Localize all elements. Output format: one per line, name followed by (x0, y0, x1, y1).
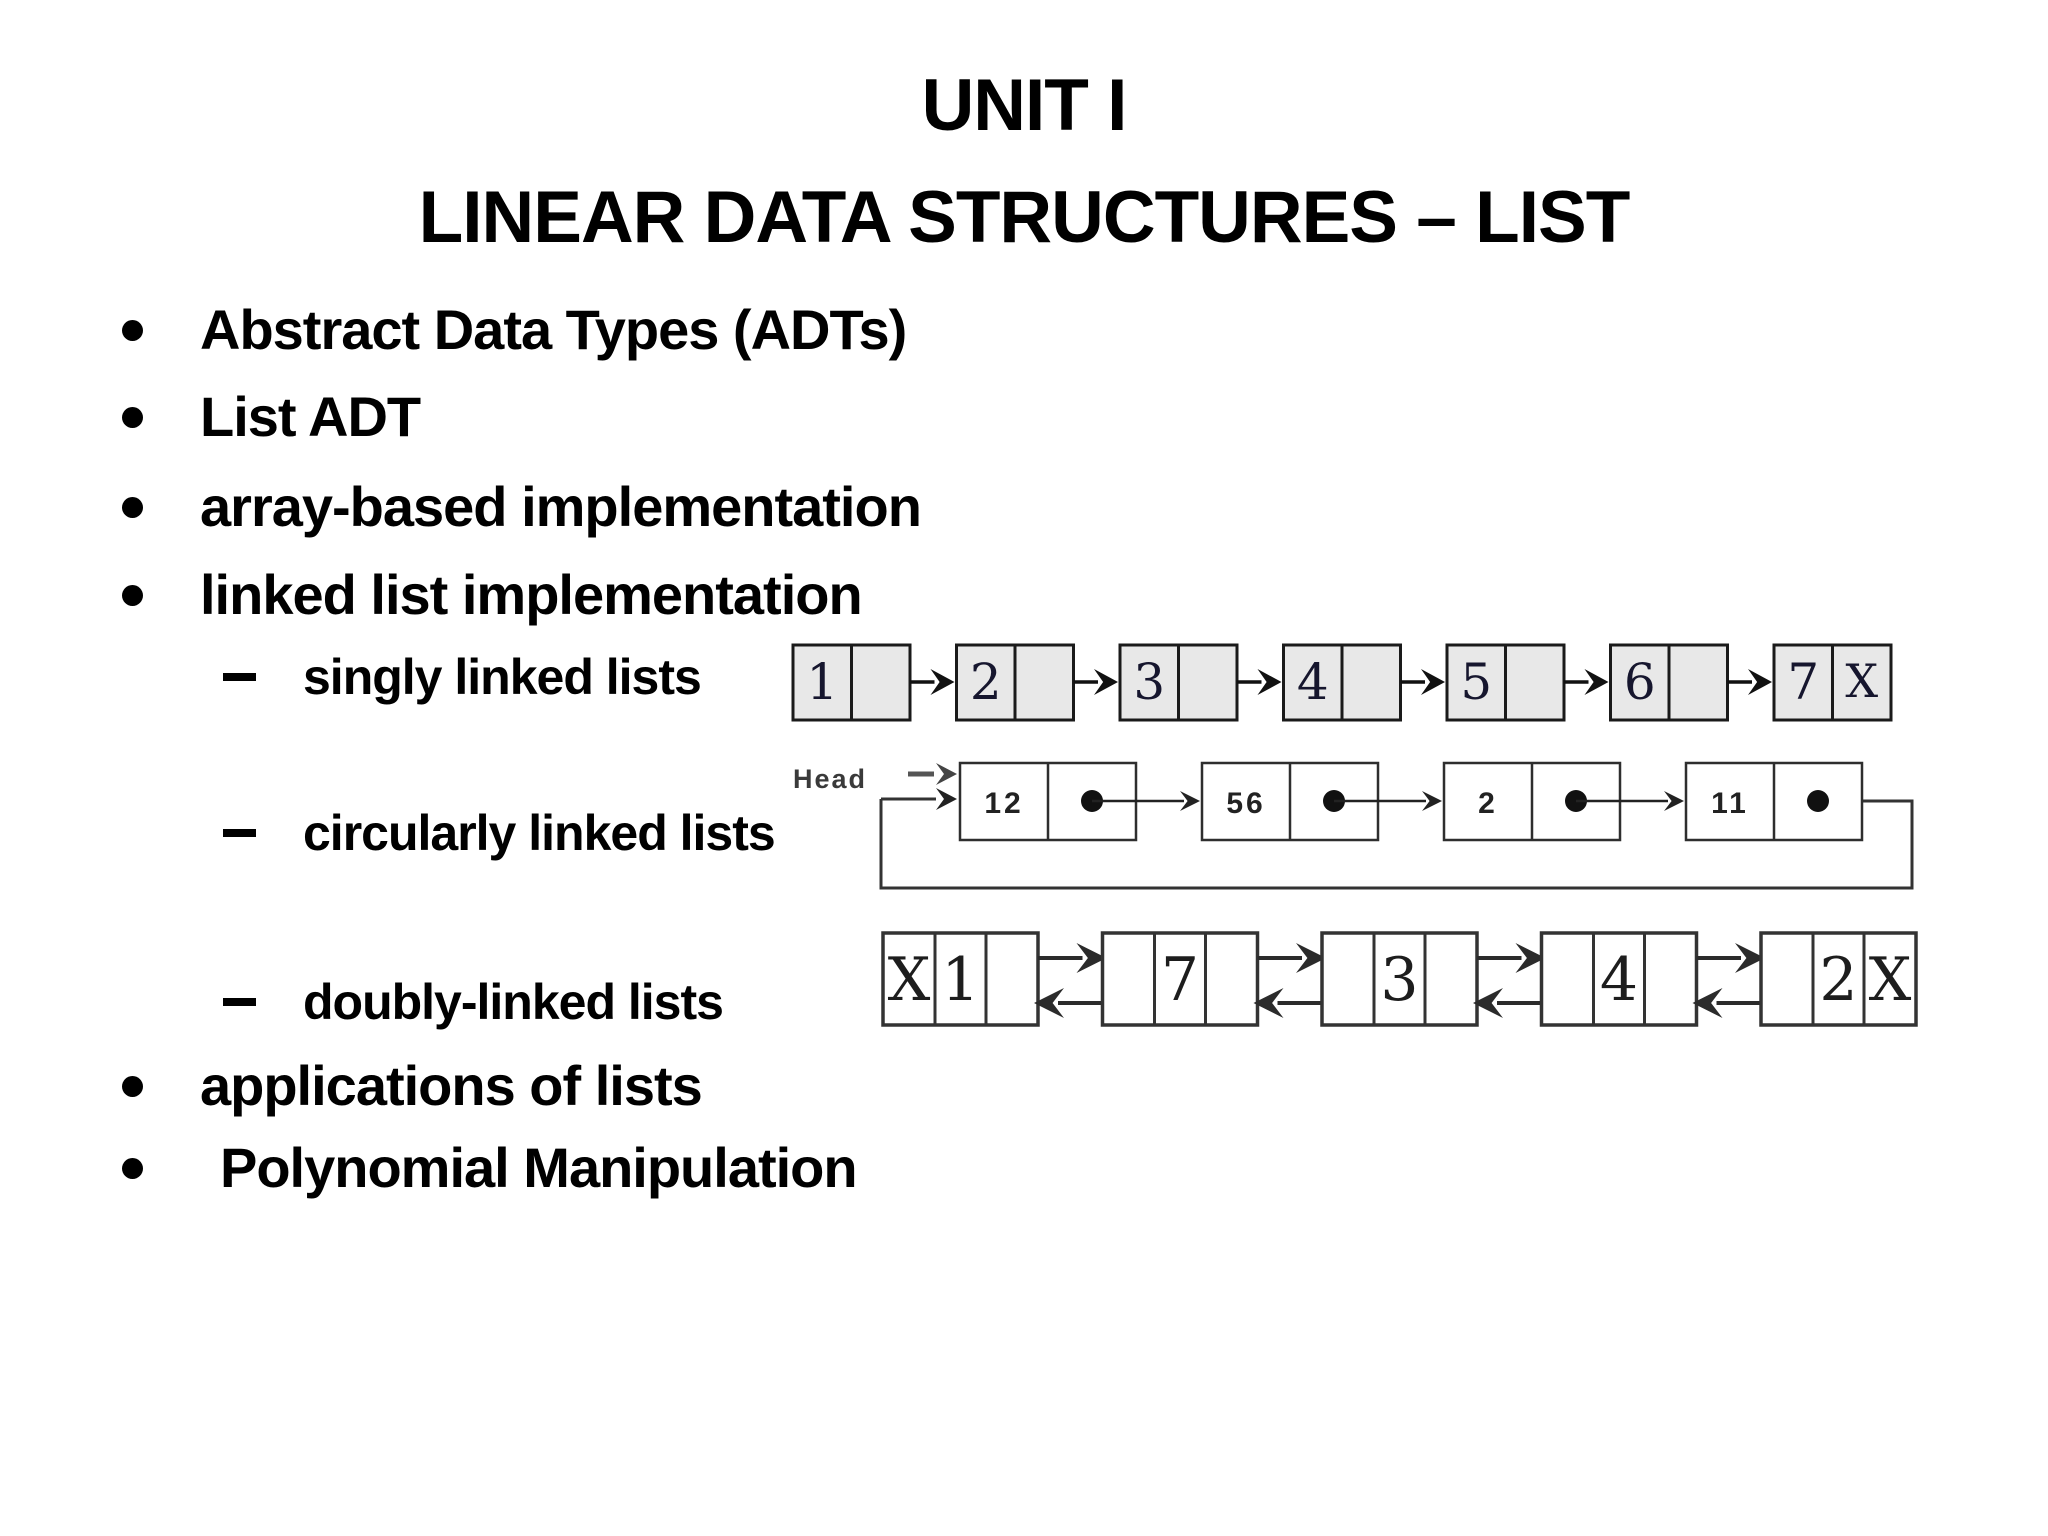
bullet-icon (122, 1158, 143, 1179)
svg-text:X: X (888, 945, 931, 1015)
svg-text:6: 6 (1624, 653, 1656, 711)
svg-text:3: 3 (1380, 945, 1418, 1015)
circular-node: 2 (1442, 761, 1684, 842)
circular-node: 11 (1684, 761, 1864, 842)
doubly-node: 4 (1539, 931, 1765, 1027)
singly-node: 6 (1609, 643, 1772, 722)
svg-text:2: 2 (970, 653, 1002, 711)
svg-text:1: 1 (806, 653, 838, 711)
list-item: linked list implementation (200, 563, 863, 626)
list-item-sub: circularly linked lists (303, 805, 776, 861)
svg-text:3: 3 (1133, 653, 1165, 711)
list-item: Polynomial Manipulation (220, 1136, 858, 1199)
arrowhead-icon (1257, 669, 1282, 695)
arrowhead-icon (936, 788, 957, 810)
singly-node: 4 (1282, 643, 1445, 722)
svg-text:7: 7 (1161, 945, 1199, 1015)
dash-icon (223, 998, 256, 1006)
arrowhead-icon (1422, 791, 1442, 811)
doubly-node: 7 (1100, 931, 1326, 1027)
svg-text:2: 2 (1819, 945, 1857, 1015)
head-label: Head (793, 764, 867, 794)
arrowhead-icon (1296, 943, 1326, 973)
arrowhead-icon (1253, 988, 1284, 1018)
list-item: Abstract Data Types (ADTs) (200, 298, 907, 361)
arrowhead-icon (1584, 669, 1609, 695)
list-item: applications of lists (200, 1054, 703, 1117)
doubly-node: 3 (1320, 931, 1546, 1027)
arrowhead-icon (1748, 669, 1772, 695)
arrowhead-icon (1664, 791, 1684, 811)
circular-loop-line (879, 799, 1914, 890)
singly-node: 5 (1445, 643, 1609, 722)
slide-title-line1: UNIT I (921, 65, 1128, 146)
bullet-icon (122, 407, 143, 428)
dash-icon (223, 673, 256, 681)
circular-node: 12 (958, 761, 1200, 842)
svg-text:56: 56 (1226, 787, 1265, 820)
svg-text:X: X (1869, 945, 1912, 1015)
arrowhead-icon (1094, 669, 1118, 695)
arrowhead-icon (1473, 988, 1503, 1018)
singly-node: 2 (955, 643, 1118, 722)
svg-text:11: 11 (1711, 787, 1749, 820)
bullet-icon (122, 585, 143, 606)
pointer-dot-icon (1807, 790, 1829, 812)
circular-node: 56 (1200, 761, 1442, 842)
bullet-icon (122, 497, 143, 518)
svg-text:12: 12 (984, 787, 1023, 820)
list-item: List ADT (200, 385, 421, 448)
list-item: array-based implementation (200, 475, 922, 538)
arrowhead-icon (1692, 988, 1723, 1018)
svg-text:4: 4 (1600, 945, 1638, 1015)
arrowhead-icon (930, 669, 955, 695)
arrowhead-icon (1421, 669, 1445, 695)
circular-linked-list-diagram: Head 12 56 2 11 (793, 761, 1914, 890)
slide-title-line2: LINEAR DATA STRUCTURES – LIST (418, 177, 1631, 258)
svg-text:1: 1 (941, 945, 979, 1015)
arrowhead-icon (1735, 943, 1765, 973)
svg-text:X: X (1845, 654, 1878, 708)
singly-node: 3 (1118, 643, 1282, 722)
dash-icon (223, 829, 256, 837)
svg-text:7: 7 (1787, 653, 1819, 711)
arrowhead-icon (936, 763, 957, 785)
svg-text:5: 5 (1460, 653, 1492, 711)
arrowhead-icon (1515, 943, 1546, 973)
arrowhead-icon (1076, 943, 1107, 973)
svg-text:4: 4 (1297, 653, 1329, 711)
bullet-icon (122, 320, 143, 341)
svg-text:2: 2 (1478, 787, 1498, 820)
list-item-sub: doubly-linked lists (303, 974, 724, 1030)
singly-node: 1 (791, 643, 955, 722)
list-item-sub: singly linked lists (303, 649, 702, 705)
arrowhead-icon (1180, 791, 1200, 811)
arrowhead-icon (1034, 988, 1064, 1018)
bullet-icon (122, 1076, 143, 1097)
